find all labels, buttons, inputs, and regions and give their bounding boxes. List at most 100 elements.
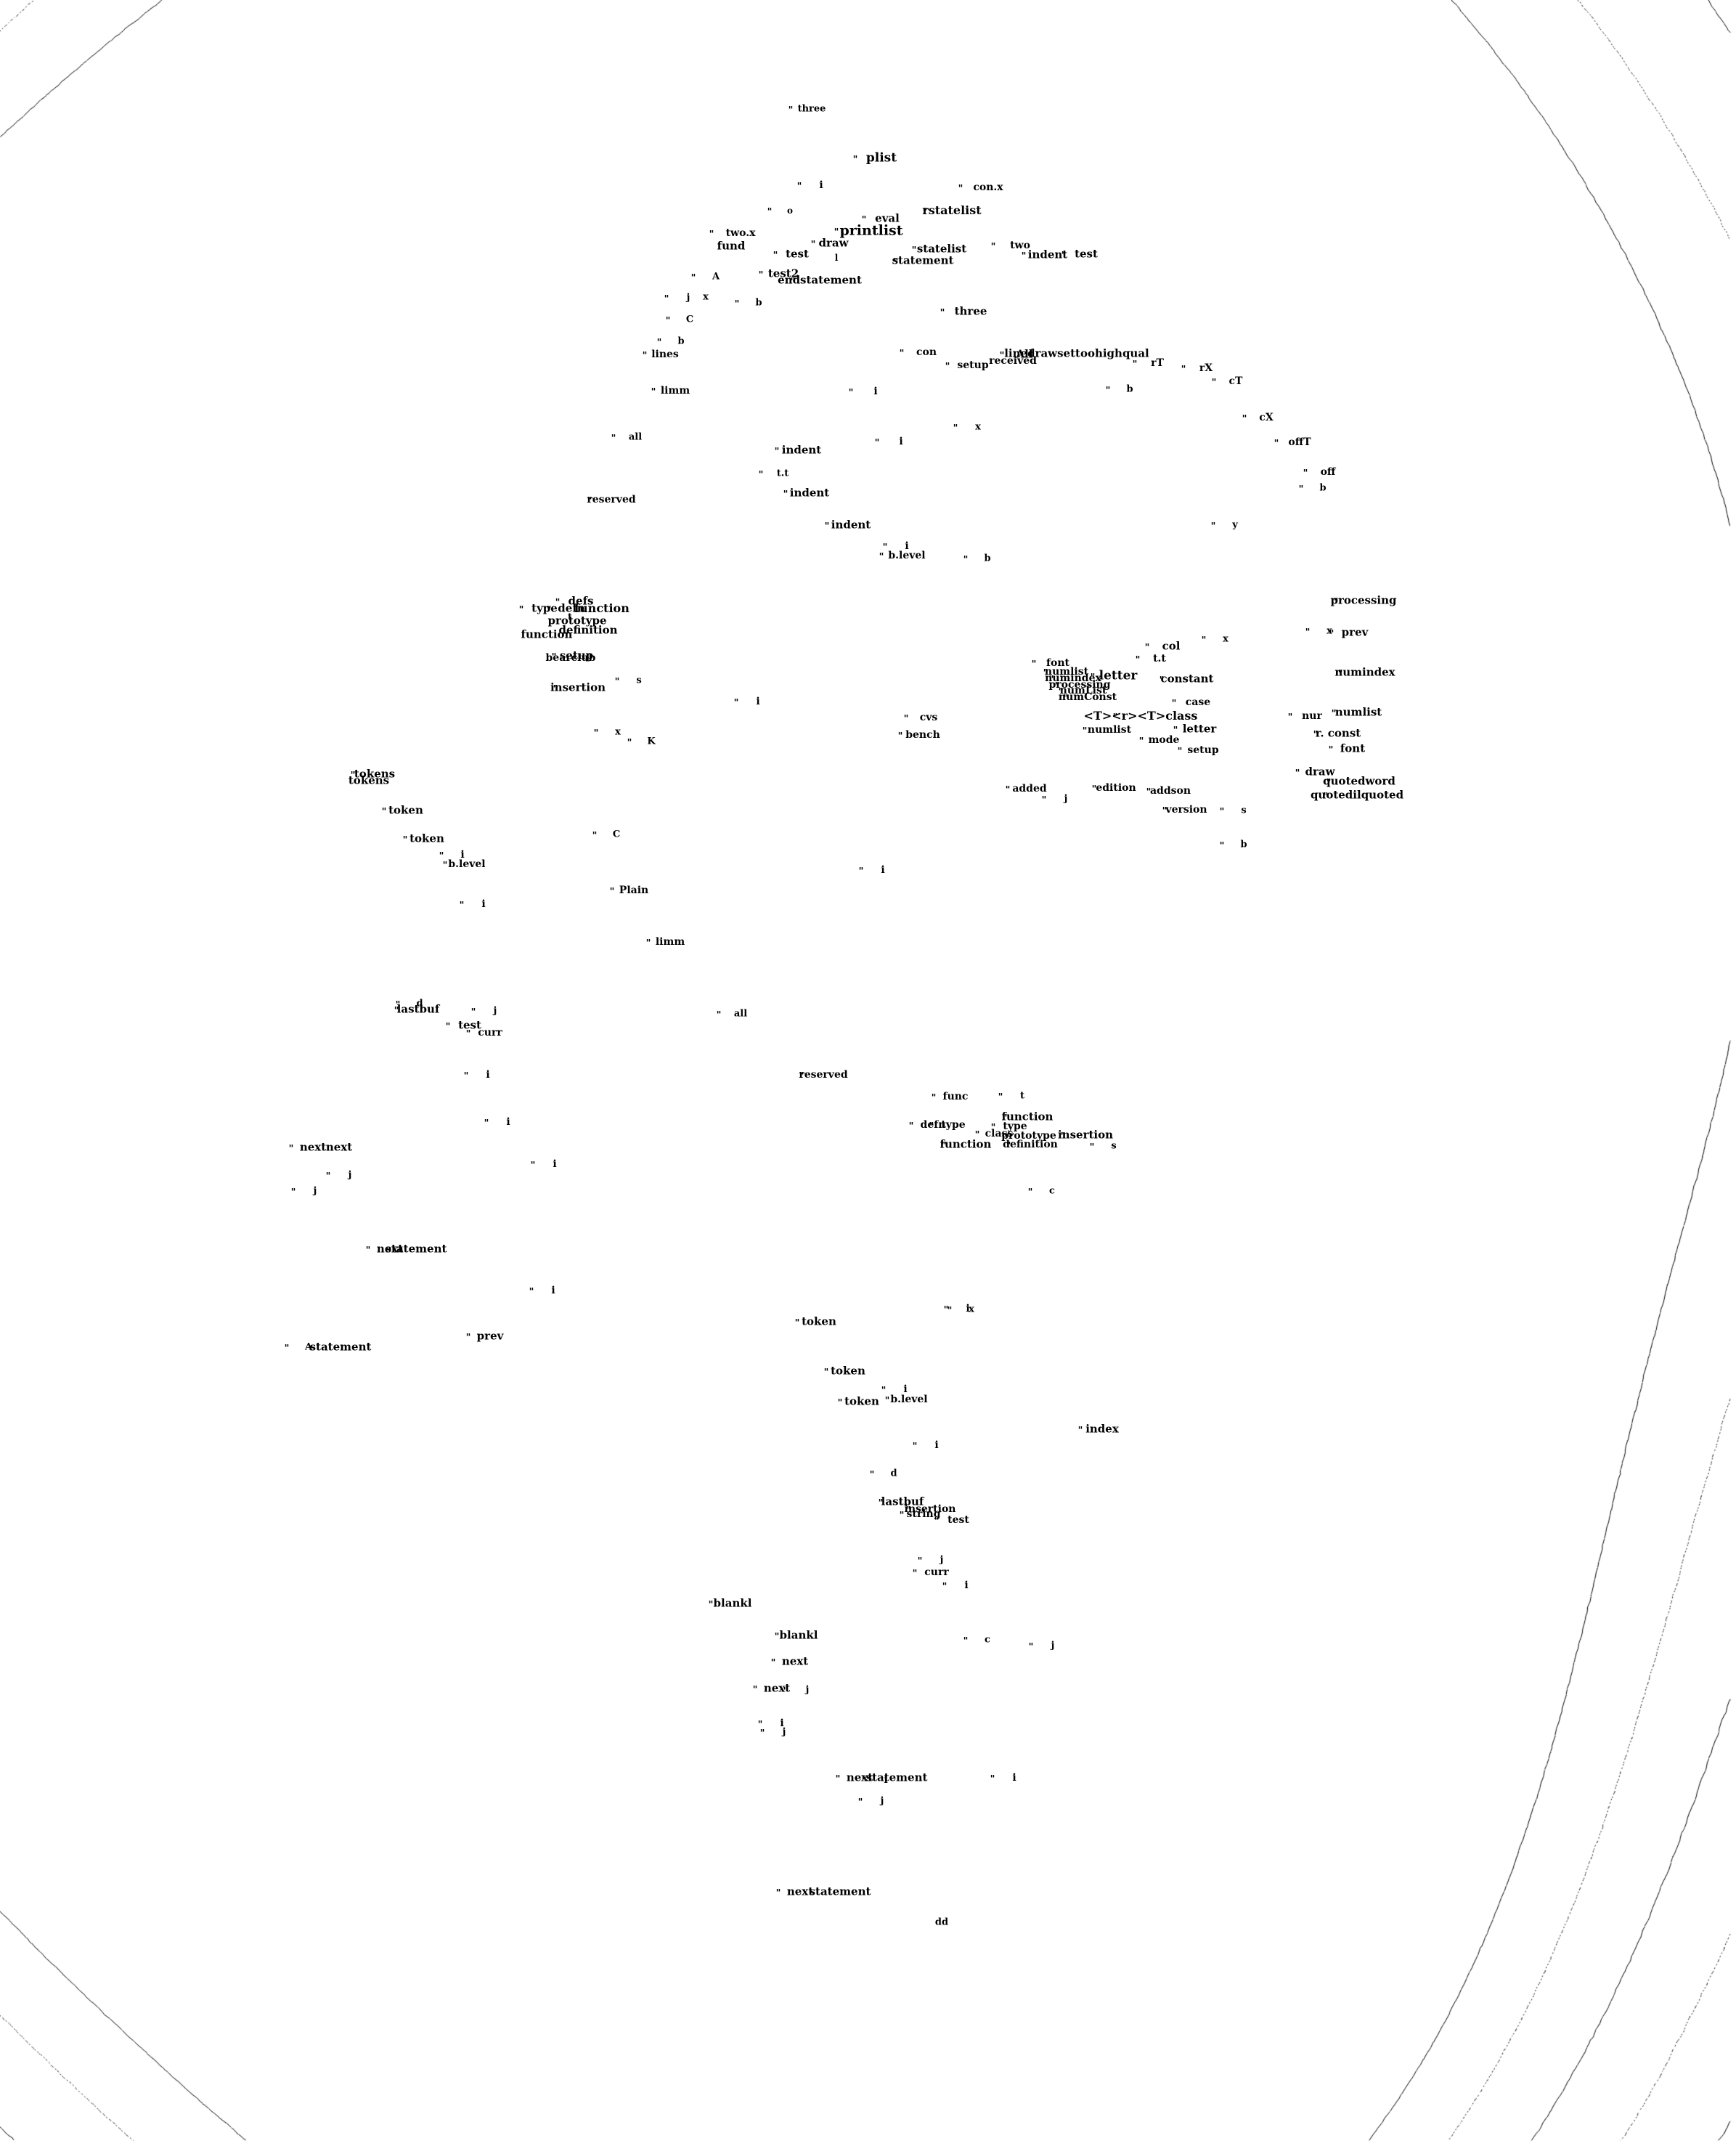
contour-label: numlist — [1044, 666, 1089, 678]
contour-label: o — [786, 206, 794, 216]
contour-label: K — [647, 736, 656, 747]
contour-label: token — [831, 1364, 865, 1378]
contour-label: All — [1016, 347, 1033, 361]
quote-marker: " — [783, 489, 788, 500]
contour-label: insertion — [1057, 1128, 1114, 1142]
contour-label: i — [756, 696, 760, 707]
contour-label: type — [531, 601, 558, 615]
quote-marker: " — [665, 315, 671, 327]
contour-label: col — [1162, 639, 1181, 653]
contour-label: i — [966, 1303, 970, 1314]
quote-marker: " — [1132, 359, 1138, 370]
quote-marker: " — [656, 337, 662, 349]
contour-label: lastbuf — [396, 1002, 440, 1016]
quote-marker: " — [963, 554, 969, 566]
contour-label: linedrawsettoohighqual — [1004, 346, 1149, 360]
quote-marker: " — [940, 307, 945, 319]
contour-label: reserved — [799, 1069, 848, 1081]
quote-marker: " — [1211, 377, 1217, 389]
contour-label: dd — [934, 1917, 949, 1928]
quote-marker: " — [882, 542, 888, 553]
quote-marker: " — [290, 1187, 296, 1198]
contour-label: indent — [1027, 248, 1068, 261]
contour-label: token — [409, 832, 444, 845]
contour-label: defn — [558, 601, 585, 615]
contour-label: lastbuf — [881, 1495, 924, 1508]
contour-label: draw — [818, 236, 849, 250]
contour-label: y — [1232, 519, 1238, 531]
contour-label: curr — [478, 1027, 502, 1039]
quote-marker: " — [1177, 746, 1183, 757]
contour-label: t.t — [776, 468, 789, 479]
contour-label: quotedilquoted — [1310, 788, 1404, 802]
quote-marker: " — [990, 1773, 995, 1785]
contour-label: letter — [1099, 668, 1138, 683]
contour-label: j — [1051, 1640, 1055, 1651]
quote-marker: " — [794, 1317, 800, 1329]
quote-marker: " — [941, 1140, 947, 1152]
quote-marker: " — [402, 834, 408, 846]
quote-marker: " — [917, 1556, 923, 1567]
quote-marker: " — [1295, 768, 1300, 779]
quote-marker: " — [752, 1684, 758, 1696]
contour-label: c — [985, 1634, 990, 1646]
quote-marker: " — [1274, 438, 1279, 450]
quote-marker: " — [823, 1367, 829, 1378]
quote-marker: " — [897, 731, 903, 742]
quote-marker: " — [963, 1635, 969, 1647]
quote-marker: " — [381, 806, 387, 818]
contour-label: definition — [558, 623, 618, 637]
quote-marker: " — [1004, 1131, 1010, 1143]
quote-marker: " — [1305, 627, 1311, 638]
quote-marker: " — [1135, 654, 1141, 666]
quote-marker: " — [1138, 736, 1144, 747]
contour-label: statement — [809, 1885, 871, 1898]
contour-label: limm — [660, 385, 690, 397]
quote-marker: " — [1077, 1425, 1083, 1436]
quote-marker: " — [1005, 784, 1011, 796]
contour-label: processing — [1330, 593, 1397, 607]
contour-label: nur — [1302, 710, 1322, 722]
quote-marker: " — [1323, 791, 1329, 802]
contour-label: version — [1165, 804, 1207, 816]
contour-label: tokens — [354, 767, 396, 781]
quote-marker: " — [1287, 712, 1293, 723]
contour-label: three — [954, 304, 987, 318]
quote-marker: " — [903, 713, 909, 725]
contour-label: token — [388, 803, 423, 817]
contour-label: s — [636, 675, 642, 686]
quote-marker: " — [758, 269, 764, 281]
quote-marker: " — [614, 676, 620, 688]
quote-marker: " — [690, 272, 696, 284]
quote-marker: " — [893, 256, 899, 268]
quote-marker: " — [1058, 686, 1064, 698]
contour-label: b — [984, 553, 991, 564]
quote-marker: " — [943, 1304, 949, 1316]
contour-label: indent — [789, 486, 830, 500]
contour-label: off — [1320, 466, 1336, 478]
quote-marker: " — [1060, 1131, 1066, 1142]
quote-marker: " — [518, 604, 524, 616]
quote-marker: " — [999, 350, 1005, 362]
quote-marker: " — [773, 250, 778, 261]
quote-marker: " — [1063, 693, 1069, 704]
quote-marker: " — [799, 1070, 804, 1082]
quote-marker: " — [767, 206, 773, 218]
quote-marker: " — [1162, 805, 1167, 817]
quote-marker: " — [529, 1286, 534, 1298]
contour-label: j — [805, 1684, 810, 1696]
contour-label: x — [615, 726, 621, 738]
quote-marker: " — [627, 737, 632, 749]
quote-marker: " — [1298, 484, 1304, 495]
quote-marker: " — [465, 1028, 471, 1040]
contour-label: t — [567, 611, 573, 623]
quote-marker: " — [834, 227, 839, 238]
contour-label: test — [948, 1514, 969, 1526]
contour-label: prev — [1341, 625, 1369, 639]
contour-label: token — [844, 1394, 879, 1408]
quote-marker: " — [716, 1009, 722, 1021]
contour-label: eval — [875, 211, 900, 225]
quote-marker: " — [1089, 1142, 1095, 1153]
quote-marker: " — [1201, 635, 1207, 646]
